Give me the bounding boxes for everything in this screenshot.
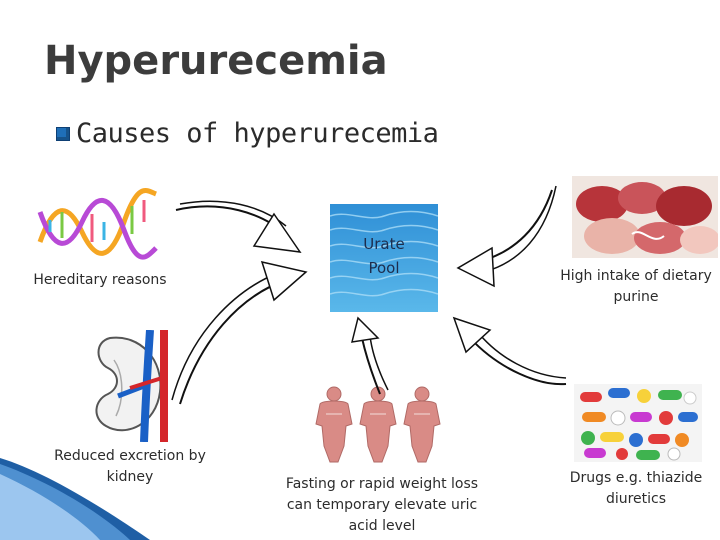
label-drugs-1: Drugs e.g. thiazide [569,470,703,486]
label-diet-2: purine [613,289,659,305]
meat-image [572,176,718,258]
square-bullet-icon [56,126,70,141]
bullet-item: Causes of hyperurecemia [56,118,439,149]
people-weight-loss-image [315,386,441,463]
bullet-text: Causes of hyperurecemia [76,118,439,149]
corner-swoosh [0,458,150,540]
urate-pool-label-1: Urate [363,235,405,253]
label-drugs-2: diuretics [605,491,667,507]
kidney-image [90,330,178,442]
urate-pool-image [330,204,438,312]
label-fasting-2: can temporary elevate uric [286,497,478,513]
label-kidney-2: kidney [106,469,154,485]
arrow-kidney-to-pool [171,260,308,405]
label-kidney-1: Reduced excretion by [54,448,206,464]
pills-image [574,384,702,462]
dna-image [34,182,160,264]
arrow-hereditary-to-pool [175,200,302,253]
slide-title: Hyperurecemia [44,38,388,84]
label-fasting-1: Fasting or rapid weight loss [285,476,479,492]
arrow-meat-to-pool [456,185,557,288]
label-fasting-3: acid level [348,518,416,534]
arrow-fasting-to-pool [350,316,389,395]
urate-pool-label-2: Pool [368,259,400,277]
label-diet-1: High intake of dietary [560,268,712,284]
arrow-drugs-to-pool [452,316,567,386]
label-hereditary: Hereditary reasons [33,272,167,288]
